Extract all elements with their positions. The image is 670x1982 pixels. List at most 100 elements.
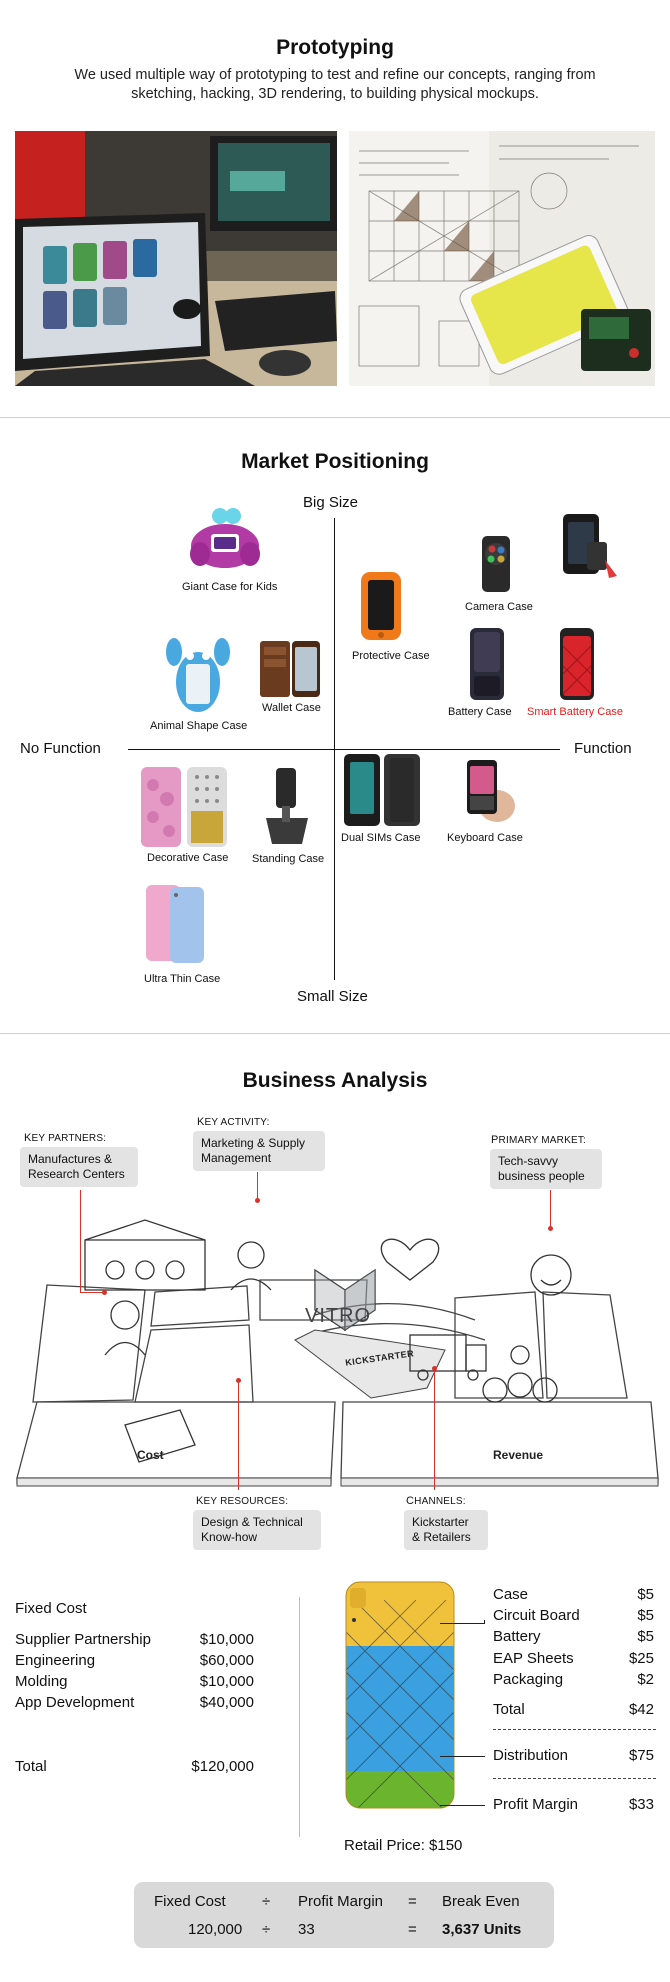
primary-market-leader (550, 1190, 551, 1228)
formula-break-even-header: Break Even (442, 1893, 520, 1910)
primary-market-dot (548, 1226, 553, 1231)
keyboard-case-icon (467, 760, 515, 822)
case-label-standing-case: Standing Case (252, 853, 325, 865)
case-label-dual-sims-case: Dual SIMs Case (341, 832, 421, 844)
formula-fixed-cost-header: Fixed Cost (154, 1893, 226, 1910)
key-resources-line-1: Design & Technical (201, 1515, 303, 1529)
dual-sims-case-icon (344, 754, 420, 826)
photo-sketches-mockup (349, 131, 655, 386)
fixed-cost-item-value: $10,000 (199, 1673, 254, 1690)
vitro-brand-text: VITRO (305, 1305, 372, 1327)
fixed-cost-item-value: $40,000 (199, 1694, 254, 1711)
unit-cost-dashed-divider-2 (493, 1778, 656, 1779)
unit-cost-item-label: EAP Sheets (493, 1650, 574, 1667)
primary-market-line-1: Tech-savvy (498, 1154, 559, 1168)
fixed-cost-heading: Fixed Cost (15, 1600, 87, 1617)
fixed-cost-item-label: App Development (15, 1694, 135, 1711)
unit-cost-item-label: Circuit Board (493, 1607, 580, 1624)
animal-shape-case-icon (166, 638, 230, 712)
case-label-decorative-case: Decorative Case (147, 852, 229, 864)
projector-case-icon (563, 514, 617, 578)
axis-label-big-size: Big Size (303, 494, 359, 511)
case-label-battery-case: Battery Case (448, 706, 512, 718)
key-activity-heading: KEY ACTIVITY: (197, 1116, 270, 1128)
formula-divide-value: ÷ (262, 1921, 271, 1938)
primary-market-heading: PRIMARY MARKET: (491, 1134, 586, 1146)
sketch-label-cost: Cost (137, 1448, 164, 1462)
key-partners-dot (102, 1290, 107, 1295)
fixed-cost-item-value: $10,000 (199, 1631, 254, 1648)
distribution-connector (440, 1756, 485, 1757)
sketch-label-revenue: Revenue (493, 1448, 544, 1462)
case-label-camera-case: Camera Case (465, 601, 533, 613)
unit-cost-item-value: $5 (637, 1628, 654, 1645)
profit-connector (440, 1805, 485, 1806)
unit-cost-total-value: $42 (628, 1701, 654, 1718)
key-activity-line-1: Marketing & Supply (201, 1136, 306, 1150)
channels-line-1: Kickstarter (412, 1515, 469, 1529)
case-label-giant-case-for-kids: Giant Case for Kids (182, 581, 278, 593)
case-connector-up (484, 1620, 485, 1624)
unit-cost-total-label: Total (493, 1701, 525, 1718)
formula-profit-margin-header: Profit Margin (298, 1893, 384, 1910)
protective-case-icon (361, 572, 401, 640)
axis-label-small-size: Small Size (297, 988, 368, 1005)
break-even-formula: Fixed Cost ÷ Profit Margin = Break Even … (134, 1882, 554, 1948)
standing-case-icon (266, 768, 308, 844)
fixed-cost-item-label: Molding (15, 1673, 68, 1690)
section-divider-2 (0, 1033, 670, 1034)
cost-column-divider (299, 1597, 300, 1837)
section-divider-1 (0, 417, 670, 418)
case-label-wallet-case: Wallet Case (262, 702, 321, 714)
unit-cost-dashed-divider-1 (493, 1729, 656, 1730)
formula-profit-margin-value: 33 (298, 1921, 315, 1938)
giant-case-kids-icon (190, 508, 260, 568)
unit-cost-item-label: Battery (493, 1628, 541, 1645)
key-partners-leader (80, 1190, 81, 1292)
channels-line-2: & Retailers (412, 1530, 471, 1544)
case-label-keyboard-case: Keyboard Case (447, 832, 523, 844)
key-partners-box: Manufactures & Research Centers (20, 1147, 138, 1187)
primary-market-box: Tech-savvy business people (490, 1149, 602, 1189)
axis-label-no-function: No Function (20, 740, 101, 757)
horizontal-axis (128, 749, 560, 750)
key-activity-box: Marketing & Supply Management (193, 1131, 325, 1171)
unit-cost-item-value: $5 (637, 1607, 654, 1624)
phone-case-cost-illustration (345, 1581, 455, 1809)
fixed-cost-item-label: Supplier Partnership (15, 1631, 151, 1648)
smart-battery-case-icon (560, 628, 594, 700)
ultra-thin-case-icon (146, 885, 204, 963)
fixed-cost-total-label: Total (15, 1758, 47, 1775)
fixed-cost-item-value: $60,000 (199, 1652, 254, 1669)
market-positioning-title: Market Positioning (241, 450, 429, 473)
formula-fixed-cost-value: 120,000 (188, 1921, 243, 1938)
prototyping-title: Prototyping (276, 36, 394, 59)
axis-label-function: Function (574, 740, 632, 757)
key-partners-leader-h (80, 1292, 104, 1293)
profit-margin-label: Profit Margin (493, 1796, 579, 1813)
decorative-case-icon (141, 767, 227, 847)
unit-cost-item-label: Packaging (493, 1671, 564, 1688)
business-analysis-title: Business Analysis (242, 1069, 428, 1092)
case-label-ultra-thin-case: Ultra Thin Case (144, 973, 221, 985)
key-activity-leader (257, 1172, 258, 1200)
photo-computer-rendering (15, 131, 337, 386)
unit-cost-item-label: Case (493, 1586, 529, 1603)
key-partners-line-1: Manufactures & (28, 1152, 113, 1166)
channels-leader (434, 1368, 435, 1490)
business-model-sketch (16, 1219, 659, 1487)
formula-divide-header: ÷ (262, 1893, 271, 1910)
key-resources-box: Design & Technical Know-how (193, 1510, 321, 1550)
camera-case-icon (482, 536, 510, 592)
formula-equals-value: = (408, 1921, 417, 1938)
case-label-protective-case: Protective Case (352, 650, 430, 662)
key-partners-heading: KEY PARTNERS: (24, 1132, 107, 1144)
key-resources-leader (238, 1380, 239, 1490)
retail-price: Retail Price: $150 (344, 1837, 463, 1854)
prototyping-description: We used multiple way of prototyping to t… (74, 67, 596, 102)
wallet-case-icon (260, 641, 320, 697)
primary-market-line-2: business people (498, 1169, 585, 1183)
formula-break-even-value: 3,637 Units (442, 1921, 522, 1938)
key-resources-line-2: Know-how (201, 1530, 258, 1544)
key-activity-line-2: Management (201, 1151, 272, 1165)
